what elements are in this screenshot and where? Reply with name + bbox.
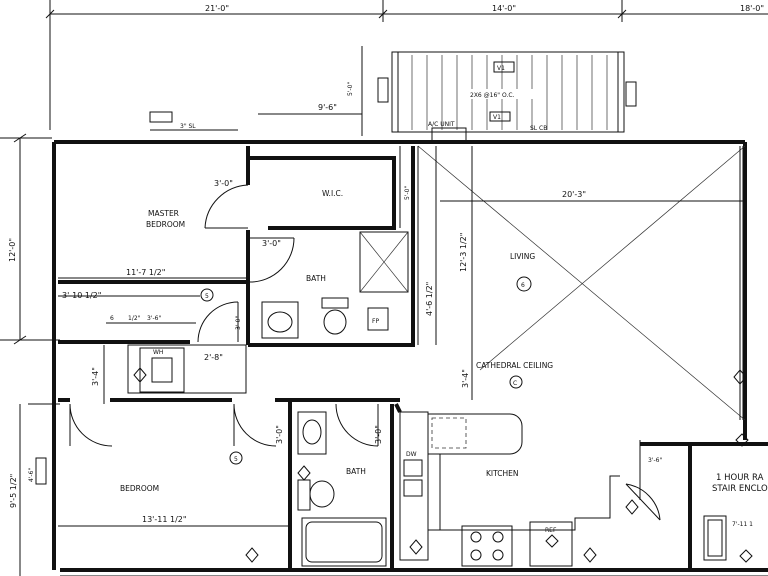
- dim-5-0: 5'-0": [347, 82, 354, 96]
- bedroom: 3'-0" 5 BEDROOM 13'-11 1/2": [58, 400, 292, 570]
- living-room: 20'-3" 12'-3 1/2" 4'-6 1/2" LIVING 6 CAT…: [417, 145, 747, 421]
- tag-dw: DW: [406, 451, 417, 458]
- header-tag-left: 3" SL: [180, 123, 196, 130]
- dim-4-6-left: 4'-6": [28, 468, 35, 482]
- top-dimension-string: 21'-0" 14'-0" 18'-0": [45, 0, 768, 130]
- dim-3-6-stair: 3'-6": [648, 457, 662, 464]
- dim-top-18: 18'-0": [740, 4, 764, 13]
- bath1-label: BATH: [306, 274, 326, 283]
- dim-6: 6: [110, 315, 114, 322]
- walk-in-closet: W.I.C. 5'-0": [248, 146, 411, 230]
- deck: V1 2X6 @16" O.C. V1 5'-0" 9'-6" A/C UNIT…: [258, 46, 637, 143]
- tag-v1b: V1: [493, 114, 501, 121]
- dim-top-14: 14'-0": [492, 4, 516, 13]
- header-tag-right: SL CB: [530, 125, 547, 132]
- tag-wh: WH: [153, 349, 163, 356]
- tag-ref: REF: [545, 527, 557, 534]
- bedroom-room-number: 5: [234, 456, 238, 463]
- dim-2-8: 2'-8": [204, 353, 223, 362]
- cathedral-label: CATHEDRAL CEILING: [476, 361, 553, 370]
- dim-bedroom-width: 13'-11 1/2": [142, 515, 187, 524]
- dim-living-width: 20'-3": [562, 190, 586, 199]
- kitchen-label: KITCHEN: [486, 469, 519, 478]
- dim-3-4-left: 3'-4": [91, 367, 100, 386]
- dim-3-0-bed: 3'-0": [275, 425, 284, 444]
- dim-12-3: 12'-3 1/2": [459, 233, 468, 272]
- tag-fp: FP: [372, 318, 379, 325]
- dim-1-2: 1/2": [128, 315, 141, 322]
- dim-7-11: 7'-11 1: [732, 521, 753, 528]
- dim-3-0-bath2: 3'-0": [374, 425, 383, 444]
- cathedral-number: C: [513, 380, 517, 387]
- exterior-walls: 3" SL: [52, 111, 768, 576]
- tag-v1: V1: [497, 65, 505, 72]
- ac-unit-label: A/C UNIT: [428, 121, 455, 128]
- master-label-1: MASTER: [148, 209, 179, 218]
- kitchen: KITCHEN REF DW: [394, 403, 661, 567]
- dim-4-6: 4'-6 1/2": [425, 282, 434, 316]
- left-dimension-string: 12'-0" 9'-5 1/2" 4'-6": [0, 133, 60, 576]
- dim-master-width: 11'-7 1/2": [126, 268, 165, 277]
- master-room-number: 5: [205, 293, 209, 300]
- master-bedroom: 3'-0" MASTER BEDROOM 11'-7 1/2" 3'-10 1/…: [58, 146, 250, 345]
- hall: WH 2'-8" 3'-4": [58, 344, 290, 404]
- master-label-2: BEDROOM: [146, 220, 185, 229]
- stair-label-1: 1 HOUR RA: [716, 473, 764, 483]
- dim-9-5: 9'-5 1/2": [9, 474, 18, 508]
- dim-9-6: 9'-6": [318, 103, 337, 112]
- deck-joist-note: 2X6 @16" O.C.: [470, 92, 515, 99]
- dim-3-6: 3'-6": [147, 315, 161, 322]
- second-bath: 3'-0" BATH: [290, 398, 400, 570]
- stair-enclosure: 3'-6" 1 HOUR RA STAIR ENCLO 7'-11 1: [639, 433, 768, 570]
- dim-3-0-bath: 3'-0": [262, 239, 281, 248]
- stair-label-2: STAIR ENCLO: [712, 484, 768, 494]
- dim-top-21: 21'-0": [205, 4, 229, 13]
- living-label: LIVING: [510, 252, 535, 261]
- master-bath: 3'-0" BATH FP: [248, 146, 415, 347]
- bedroom-label: BEDROOM: [120, 484, 159, 493]
- bath2-label: BATH: [346, 467, 366, 476]
- dim-3-0-wic: 3'-0": [214, 179, 233, 188]
- dim-wic-vert: 5'-0": [404, 186, 411, 200]
- dim-3-10: 3'-10 1/2": [62, 291, 101, 300]
- wic-label: W.I.C.: [322, 189, 343, 198]
- living-room-number: 6: [521, 282, 525, 289]
- dim-left-12: 12'-0": [8, 238, 17, 262]
- dim-3-4-right: 3'-4": [461, 369, 470, 388]
- dim-3-0-vert: 3'-0": [235, 316, 242, 330]
